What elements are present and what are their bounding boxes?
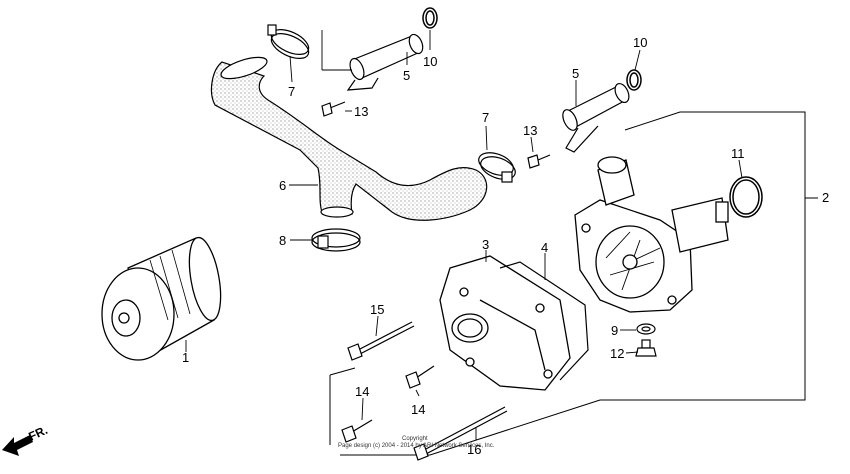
hose-clamp-middle xyxy=(478,152,516,183)
callout-7-middle: 7 xyxy=(482,110,489,125)
o-ring-10-top xyxy=(422,7,438,29)
hose-clamp-lower xyxy=(311,228,361,252)
leader-lines xyxy=(185,30,743,440)
hose-clamp-upper xyxy=(267,24,310,59)
callout-13-left: 13 xyxy=(354,104,368,119)
callout-9: 9 xyxy=(611,323,618,338)
gasket-part xyxy=(499,261,589,381)
water-pipe-right xyxy=(562,82,630,153)
copyright-text: Copyright xyxy=(402,436,428,442)
callout-14-upper: 14 xyxy=(411,402,425,417)
bolt-13-right xyxy=(527,154,551,169)
pump-cover-part xyxy=(439,255,571,391)
callout-13-right: 13 xyxy=(523,123,537,138)
callout-4: 4 xyxy=(541,240,548,255)
bolt-16 xyxy=(413,406,508,461)
bolt-15 xyxy=(347,321,415,361)
watermark-text: Page design (c) 2004 - 2014 by ARI Netwo… xyxy=(338,443,495,449)
callout-7-top: 7 xyxy=(288,84,295,99)
callout-5-top: 5 xyxy=(403,68,410,83)
callout-15: 15 xyxy=(370,302,384,317)
water-pump-body xyxy=(574,156,729,313)
oil-filter-part xyxy=(101,236,222,361)
water-pipe-top xyxy=(346,33,424,91)
callout-labels: 1 2 3 4 5 5 6 7 7 8 9 10 10 11 12 13 13 … xyxy=(182,35,829,457)
bolt-14-lower xyxy=(341,419,373,443)
o-ring-10-right xyxy=(626,69,642,91)
o-ring-11 xyxy=(729,176,763,218)
callout-5-right: 5 xyxy=(572,66,579,81)
assembly-boundary xyxy=(329,111,818,456)
front-direction-label: FR. xyxy=(26,423,49,444)
callout-3: 3 xyxy=(482,237,489,252)
callout-11: 11 xyxy=(731,146,745,161)
washer-9 xyxy=(636,323,656,335)
callout-16: 16 xyxy=(467,442,481,457)
front-direction-icon: FR. xyxy=(2,423,50,456)
bolt-13-left xyxy=(321,101,346,117)
hose-part xyxy=(210,56,488,221)
callout-1: 1 xyxy=(182,350,189,365)
callout-2: 2 xyxy=(822,190,829,205)
callout-14-lower: 14 xyxy=(355,384,369,399)
callout-8: 8 xyxy=(279,233,286,248)
bolt-12 xyxy=(635,339,657,357)
bolt-14-upper xyxy=(405,365,435,389)
callout-12: 12 xyxy=(610,346,624,361)
callout-10-top: 10 xyxy=(423,54,437,69)
callout-6: 6 xyxy=(279,178,286,193)
callout-10-right: 10 xyxy=(633,35,647,50)
